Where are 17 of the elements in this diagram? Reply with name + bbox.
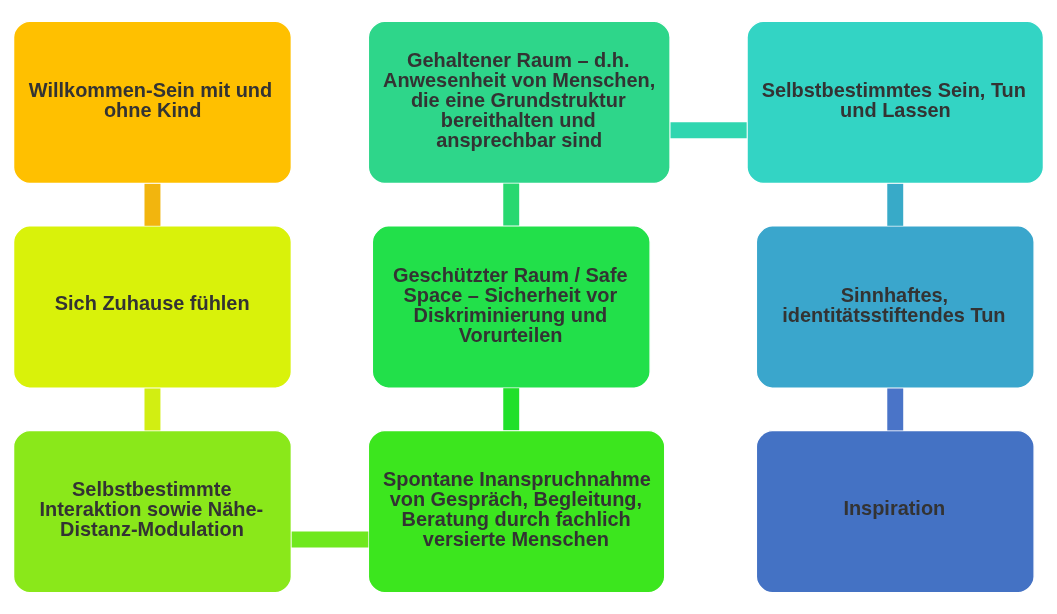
- connector: [503, 183, 520, 226]
- connector: [291, 531, 369, 548]
- node-box: Geschützter Raum / Safe Space – Sicherheit vor Diskriminierung und Vorurteilen: [371, 225, 651, 389]
- node-box: Sich Zuhause fühlen: [12, 225, 292, 389]
- connector: [503, 388, 520, 431]
- node-box: Willkommen-Sein mit und ohne Kind: [12, 20, 292, 185]
- node-box: Gehaltener Raum – d.h. Anwesenheit von Menschen, die eine Grundstruktur bereithalten und ansprechbar sind: [367, 20, 671, 185]
- connector: [670, 122, 747, 139]
- connector: [887, 183, 904, 226]
- node-box: Selbstbestimmte Interaktion sowie Nähe-Distanz-Modulation: [12, 429, 292, 594]
- node-box: Inspiration: [755, 429, 1035, 594]
- node-box: Selbstbestimmtes Sein, Tun und Lassen: [746, 20, 1045, 185]
- connector: [887, 388, 904, 431]
- connector: [144, 183, 161, 226]
- node-box: Sinnhaftes, identitätsstiftendes Tun: [755, 225, 1035, 389]
- node-box: Spontane Inanspruchnahme von Gespräch, Begleitung, Beratung durch fachlich versierte Menschen: [367, 429, 666, 594]
- connector: [144, 388, 161, 431]
